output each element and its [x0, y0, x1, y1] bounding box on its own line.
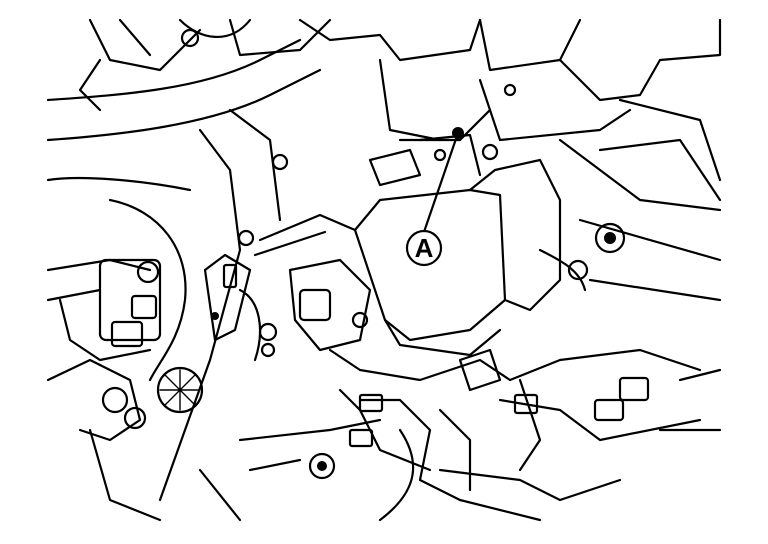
left-bracket-assembly — [46, 108, 289, 522]
central-housing — [253, 133, 589, 357]
upper-right-components — [298, 18, 722, 302]
upper-hose-assembly — [46, 18, 332, 142]
callout-circle — [405, 229, 443, 267]
column-bracket — [203, 253, 278, 362]
callout-label-a: A — [415, 233, 434, 263]
callout-leader-line — [422, 131, 460, 234]
callout-pointer-dot — [452, 127, 464, 139]
callout-a: A — [405, 127, 464, 267]
lower-mechanism — [238, 258, 722, 522]
